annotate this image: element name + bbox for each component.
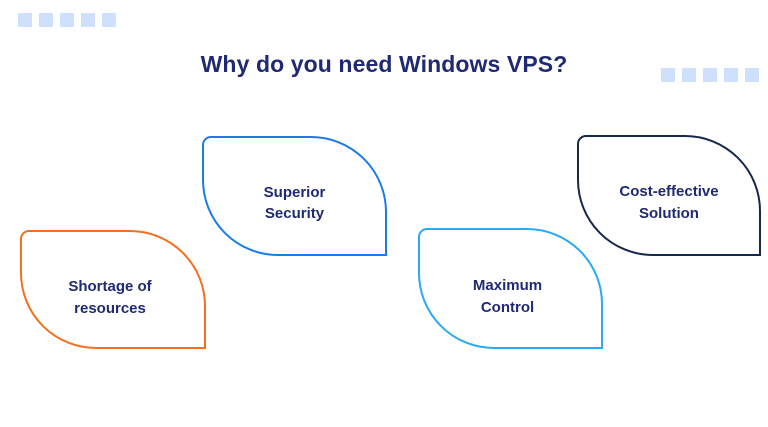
decorative-square <box>81 13 95 27</box>
page-title: Why do you need Windows VPS? <box>200 51 568 78</box>
card-label: Maximum Control <box>472 277 543 316</box>
decorative-square-strip-top-right <box>661 68 759 82</box>
card-label: Shortage of resources <box>68 278 152 317</box>
decorative-square-strip-top-left <box>18 13 116 27</box>
card-shortage-of-resources: Shortage of resources <box>20 230 206 349</box>
decorative-square <box>703 68 717 82</box>
decorative-square <box>661 68 675 82</box>
decorative-square <box>102 13 116 27</box>
decorative-square <box>39 13 53 27</box>
card-label: Cost-effective Solution <box>619 183 719 222</box>
card-label: Superior Security <box>263 183 326 222</box>
decorative-square <box>60 13 74 27</box>
decorative-square <box>682 68 696 82</box>
decorative-square <box>18 13 32 27</box>
card-superior-security: Superior Security <box>202 136 387 256</box>
decorative-square <box>745 68 759 82</box>
card-maximum-control: Maximum Control <box>418 228 603 349</box>
decorative-square <box>724 68 738 82</box>
card-cost-effective-solution: Cost-effective Solution <box>577 135 761 256</box>
